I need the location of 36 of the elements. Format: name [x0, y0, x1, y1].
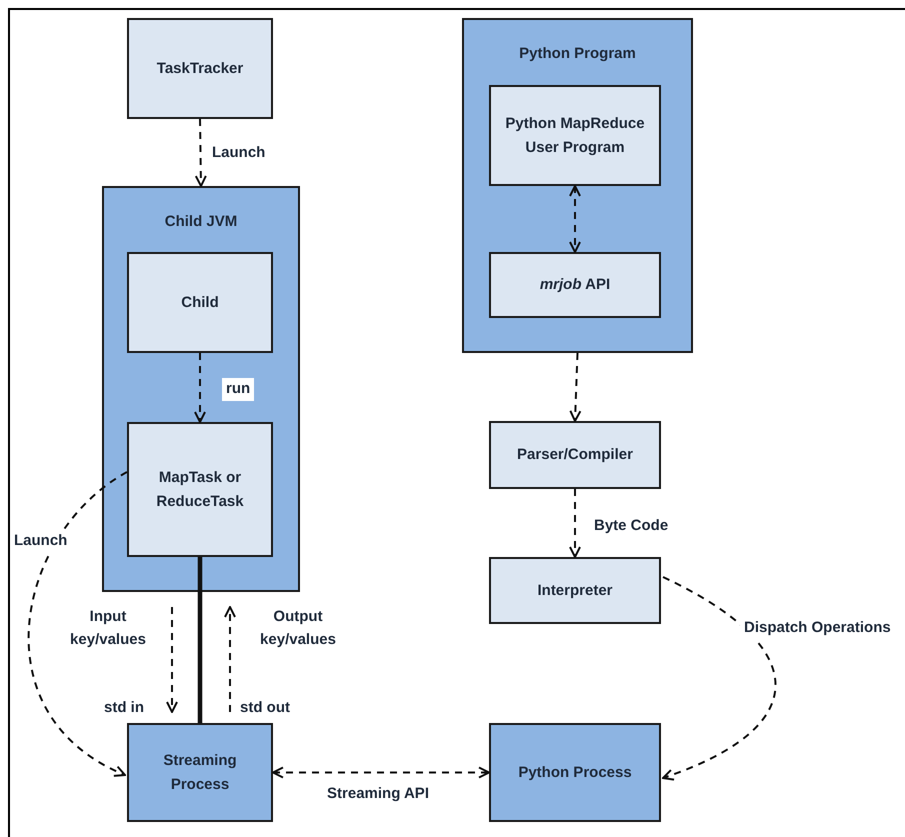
- arrow: [28, 471, 128, 776]
- box-label: Python MapReduce User Program: [504, 114, 646, 158]
- box-label: Streaming Process: [162, 750, 238, 794]
- arrow: [569, 489, 581, 558]
- process-box: [489, 557, 661, 624]
- box-label: TaskTracker: [156, 58, 244, 78]
- process-box: [489, 85, 661, 186]
- arrow: [194, 353, 206, 423]
- arrow: [569, 352, 582, 422]
- process-box: [489, 421, 661, 489]
- connector-line: [198, 557, 202, 723]
- arrow: [194, 118, 207, 187]
- box-label: Parser/Compiler: [516, 445, 634, 465]
- box-label: Interpreter: [536, 580, 614, 600]
- edge-label: run: [222, 378, 254, 400]
- box-label: Python Process: [517, 762, 633, 782]
- box-label: mrjob API: [538, 275, 612, 295]
- box-label: Child: [180, 292, 220, 312]
- process-box: [127, 723, 273, 822]
- container-heading: Child JVM: [164, 212, 238, 232]
- flow-label: Output key/values: [259, 607, 337, 650]
- process-box: [127, 252, 273, 353]
- box-label: MapTask or ReduceTask: [155, 468, 245, 512]
- process-box: [127, 422, 273, 557]
- container-box: [462, 18, 693, 353]
- flow-label: std out: [240, 698, 290, 718]
- flow-label: std in: [104, 698, 144, 718]
- arrow: [662, 576, 776, 780]
- process-box: [489, 252, 661, 318]
- flow-label: Input key/values: [69, 607, 147, 650]
- process-box: [489, 723, 661, 822]
- container-box: [102, 186, 300, 592]
- container-heading: Python Program: [518, 44, 637, 64]
- arrow: [569, 185, 581, 253]
- arrow: [272, 766, 490, 778]
- process-box: [127, 18, 273, 119]
